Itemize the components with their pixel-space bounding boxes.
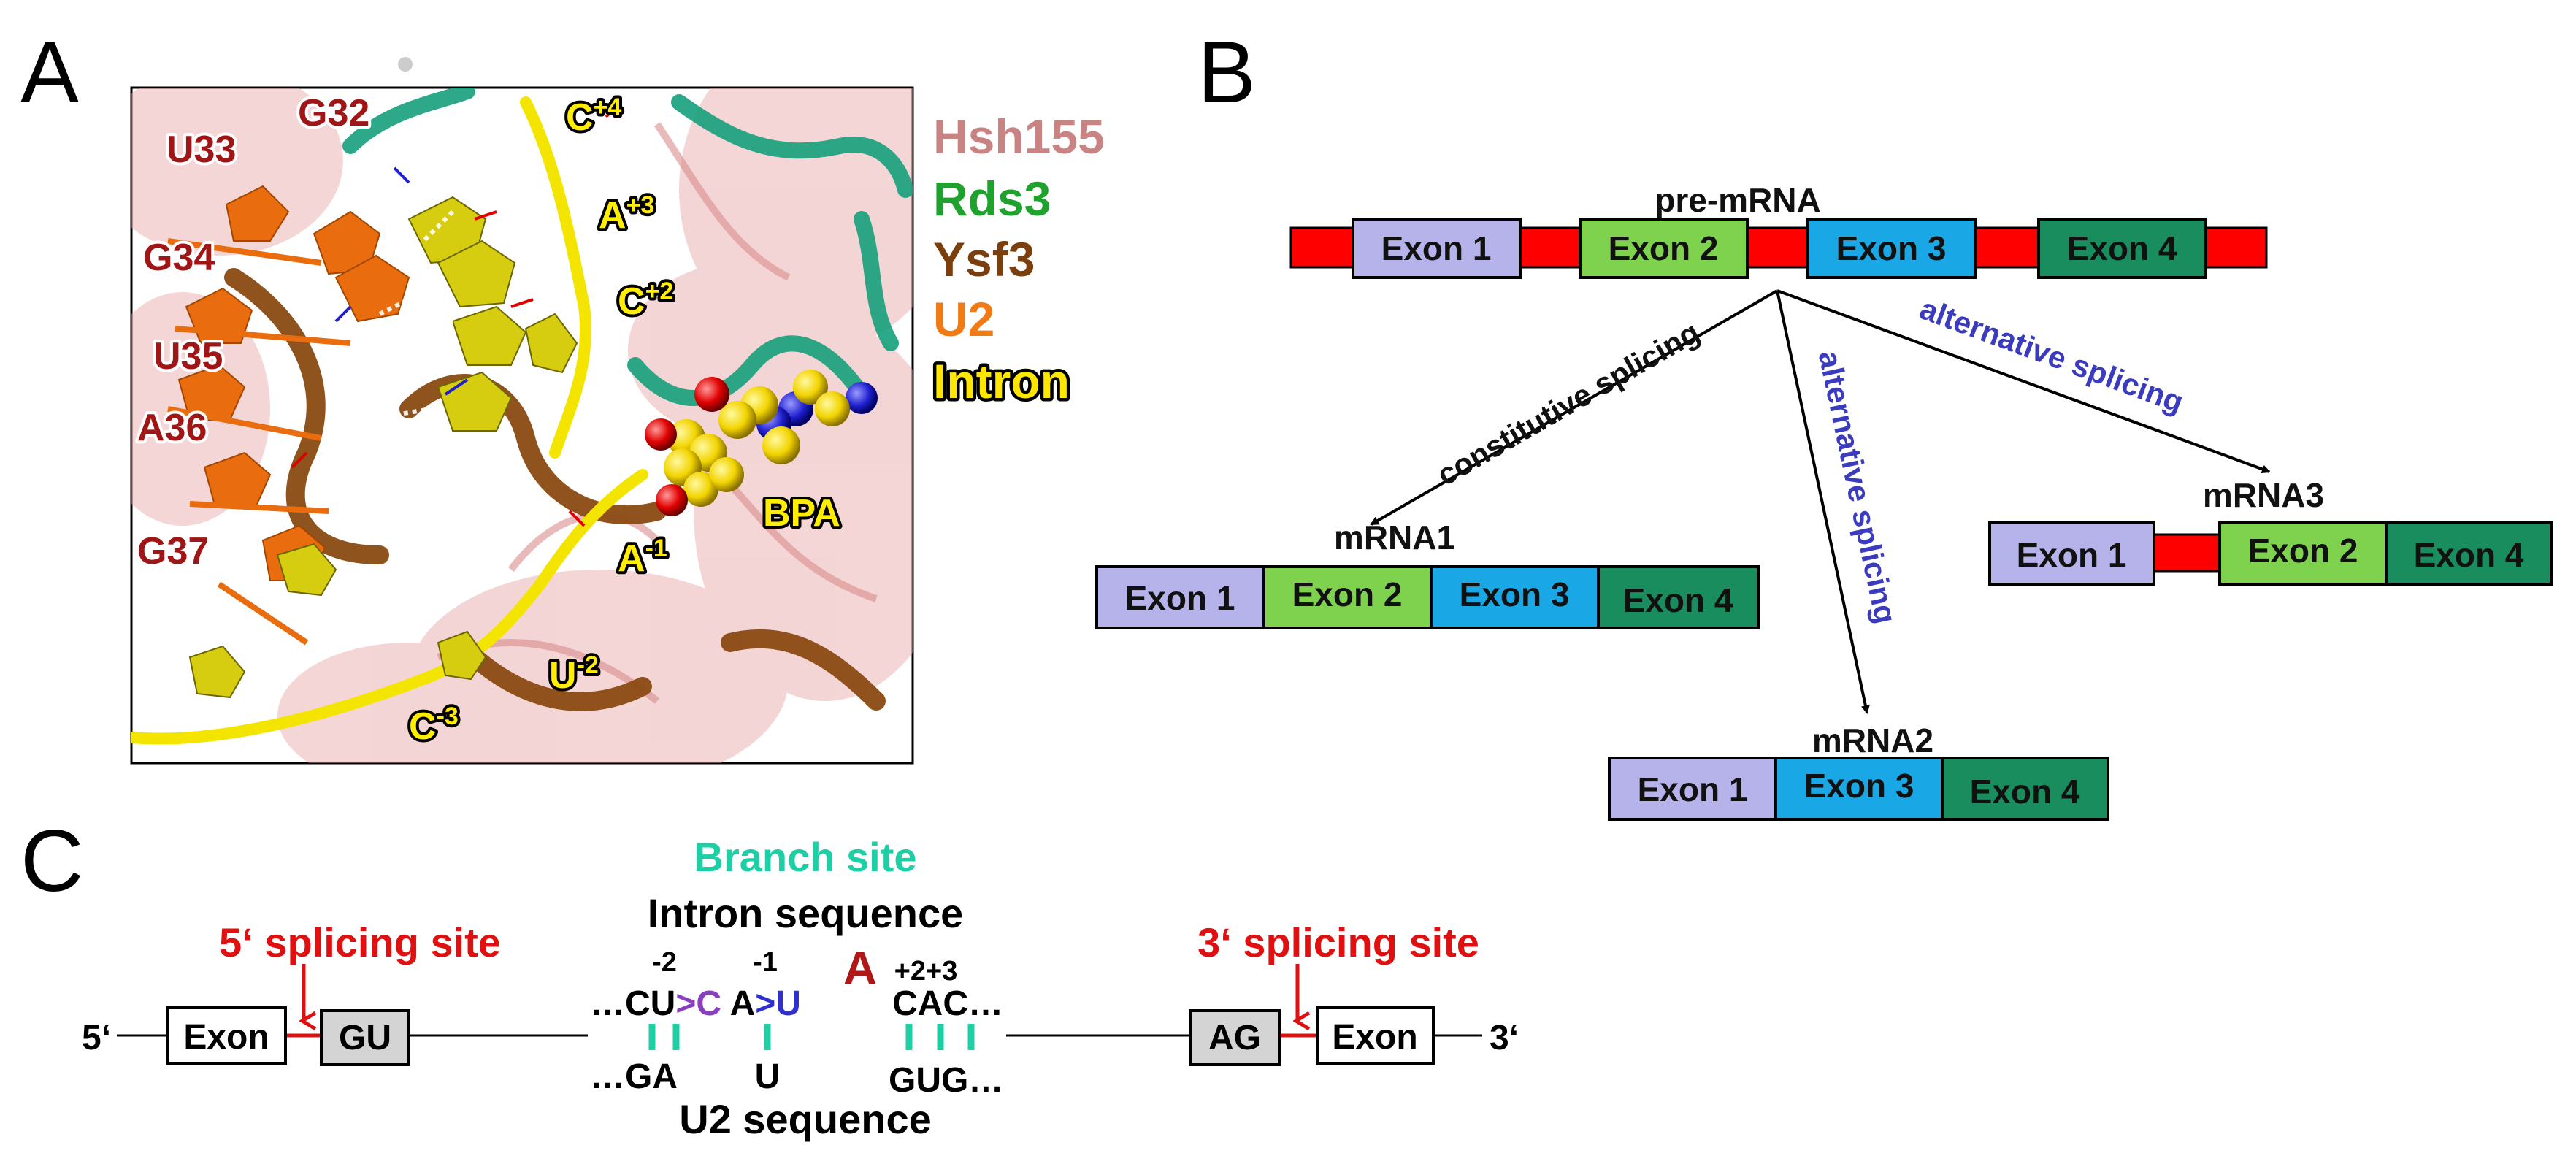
intron-sequence-end: CAC… <box>892 984 1003 1023</box>
svg-text:Exon 1: Exon 1 <box>2017 536 2127 574</box>
svg-text:Exon: Exon <box>1332 1018 1417 1057</box>
panel-label-a: A <box>20 23 79 121</box>
branch-point-a: A <box>843 942 877 995</box>
three-prime-site-label: 3‘ splicing site <box>1197 919 1479 965</box>
mrna3-label: mRNA3 <box>2203 476 2324 514</box>
arrow-alternative-down <box>1776 290 1870 714</box>
structure-image <box>130 57 914 765</box>
svg-text:Exon 4: Exon 4 <box>1970 773 2080 811</box>
label-constitutive-splicing: constitutive splicing <box>1431 315 1705 492</box>
legend-u2: U2 <box>933 292 994 346</box>
pos-minus1: -1 <box>753 947 778 978</box>
intron-c-plus2: C+2 <box>618 277 673 323</box>
svg-text:Exon 4: Exon 4 <box>1623 581 1733 619</box>
mrna1: mRNA1 Exon 1 Exon 2 Exon 3 Exon 4 <box>1095 518 1760 629</box>
svg-text:Exon 1: Exon 1 <box>1638 770 1748 808</box>
pos-minus2: -2 <box>652 947 677 978</box>
u2-seq-gug: GUG… <box>889 1061 1003 1100</box>
pre-mrna: pre-mRNA Exon 1 Exon 2 Exon 3 Exon 4 <box>1289 181 2268 279</box>
pre-mrna-exon2: Exon 2 <box>1579 218 1749 279</box>
intron-c-minus3: C-3 <box>409 702 459 748</box>
mrna2-label: mRNA2 <box>1812 721 1933 759</box>
bpa-spheres <box>645 370 878 516</box>
svg-text:Exon: Exon <box>183 1018 269 1057</box>
svg-text:Exon 3: Exon 3 <box>1804 767 1914 805</box>
arrow-constitutive <box>1370 289 1778 526</box>
intron-c-plus4: C+4 <box>566 93 621 139</box>
base-pair-ticks <box>648 1024 975 1050</box>
svg-text:Exon 1: Exon 1 <box>1381 229 1492 267</box>
structure-legend: Hsh155 Rds3 Ysf3 U2 Intron <box>930 110 1105 412</box>
splice-site-schematic: Branch site Intron sequence 5‘ splicing … <box>82 834 1519 1142</box>
u2-seq-ga: …GA <box>590 1057 678 1096</box>
three-prime-end: 3‘ <box>1490 1019 1519 1057</box>
intron-a-minus1: A-1 <box>618 535 667 580</box>
residue-a36: A36 <box>137 407 207 449</box>
pre-mrna-exon3: Exon 3 <box>1806 218 1977 279</box>
intron-residue-labels: C+4 A+3 C+2 A-1 U-2 C-3 BPA <box>406 91 843 751</box>
mrna3: mRNA3 Exon 1 Exon 2 Exon 4 <box>1988 476 2553 586</box>
svg-text:Exon 4: Exon 4 <box>2067 229 2177 267</box>
label-alternative-splicing-down: alternative splicing <box>1812 348 1904 627</box>
five-prime-end: 5‘ <box>82 1019 111 1057</box>
legend-intron: Intron <box>933 354 1070 408</box>
svg-text:Exon 2: Exon 2 <box>2248 532 2358 570</box>
legend-hsh155: Hsh155 <box>933 110 1105 164</box>
svg-text:GU: GU <box>339 1019 391 1057</box>
residue-g32: G32 <box>298 92 369 134</box>
pre-mrna-exon1: Exon 1 <box>1352 218 1522 279</box>
intron-sequence: …CU>C A>U <box>590 984 801 1023</box>
branch-site-label: Branch site <box>694 834 917 880</box>
legend-rds3: Rds3 <box>933 172 1051 226</box>
svg-text:AG: AG <box>1208 1019 1261 1057</box>
intron-u-minus2: U-2 <box>549 651 599 697</box>
panel-label-b: B <box>1197 23 1256 121</box>
residue-g37: G37 <box>137 530 209 573</box>
exon-box-right: Exon <box>1316 1006 1435 1065</box>
u2-seq-u: U <box>755 1057 781 1096</box>
svg-text:Exon 3: Exon 3 <box>1836 229 1947 267</box>
u2-residue-labels: G32 U33 G34 U35 A36 G37 <box>134 89 372 575</box>
svg-text:Exon 1: Exon 1 <box>1125 579 1235 617</box>
intron-sequence-label: Intron sequence <box>648 890 964 936</box>
gu-box: GU <box>320 1009 410 1066</box>
svg-text:Exon 3: Exon 3 <box>1460 575 1570 613</box>
exon-box-left: Exon <box>166 1006 287 1065</box>
mrna1-label: mRNA1 <box>1334 518 1455 556</box>
panel-label-c: C <box>20 812 84 910</box>
pre-mrna-label: pre-mRNA <box>1655 181 1820 219</box>
mrna2: mRNA2 Exon 1 Exon 3 Exon 4 <box>1608 721 2109 821</box>
svg-text:Exon 2: Exon 2 <box>1292 575 1403 613</box>
svg-text:Exon 2: Exon 2 <box>1609 229 1719 267</box>
splicing-arrows <box>1370 289 2271 714</box>
u2-sequence-label: U2 sequence <box>679 1096 932 1142</box>
residue-g34: G34 <box>143 237 215 279</box>
pre-mrna-exon4: Exon 4 <box>2037 218 2207 279</box>
intron-bpa: BPA <box>763 492 840 535</box>
arrow-alternative-right <box>1776 289 2271 474</box>
legend-ysf3: Ysf3 <box>933 232 1035 286</box>
five-prime-site-label: 5‘ splicing site <box>219 919 501 965</box>
pos-plus2-plus3: +2+3 <box>894 956 958 987</box>
svg-text:Exon 4: Exon 4 <box>2414 536 2524 574</box>
ag-box: AG <box>1189 1009 1281 1066</box>
residue-u35: U35 <box>153 335 223 378</box>
intron-a-plus3: A+3 <box>599 191 654 237</box>
residue-u33: U33 <box>166 129 236 171</box>
